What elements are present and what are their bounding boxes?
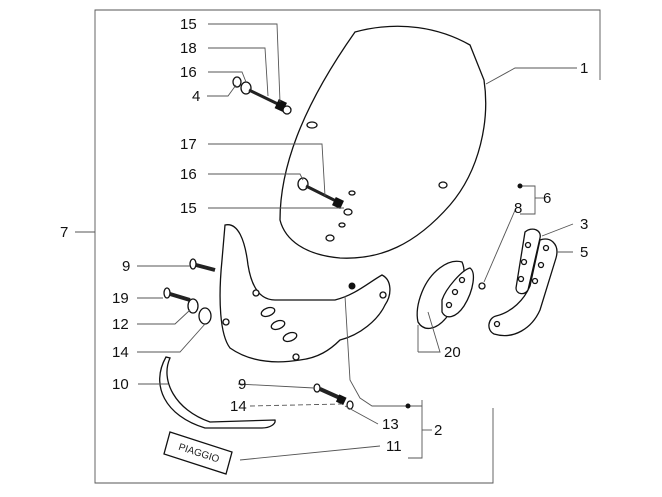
callout-3: 3 [580,216,588,233]
callout-4: 4 [192,88,200,105]
callout-15-mid: 15 [180,200,197,217]
screw-9-lower [313,383,354,410]
side-bracket-outer-holes [493,244,550,328]
rubber-pad [416,260,465,329]
callout-19: 19 [112,290,129,307]
callout-14-left: 14 [112,344,129,361]
screw-19 [163,287,191,302]
edge-trim [159,356,276,429]
callout-2: 2 [434,422,442,439]
leader-lines [75,23,577,461]
bracket-nut [348,282,356,290]
callout-14-lower: 14 [230,398,247,415]
callout-13: 13 [382,416,399,433]
washer-12 [187,298,199,314]
callout-8: 8 [514,200,522,217]
callout-1: 1 [580,60,588,77]
callout-15-top: 15 [180,16,197,33]
callout-11: 11 [386,438,402,455]
washer-14-left [198,307,212,325]
windshield-bracket [219,224,391,363]
callout-9-upper: 9 [122,258,130,275]
callout-7: 7 [60,224,68,241]
upper-screw-assembly [232,76,292,115]
callout-9-lower: 9 [238,376,246,393]
callout-18: 18 [180,40,197,57]
callout-16-top: 16 [180,64,197,81]
callout-20: 20 [444,344,461,361]
small-nut [478,282,486,290]
piaggio-badge: PIAGGIO [163,431,233,475]
callout-16-mid: 16 [180,166,197,183]
callout-6: 6 [543,190,551,207]
side-bracket-inner-holes [517,241,532,283]
leader-dots [405,183,523,409]
mount-plate-holes [445,276,466,309]
windshield-grommet [306,121,448,242]
middle-screw-assembly [297,177,356,228]
callout-5: 5 [580,244,588,261]
windshield [279,25,487,259]
callout-12: 12 [112,316,129,333]
assembly-frame [94,9,601,484]
bracket-slots [222,289,387,361]
callout-17: 17 [180,136,197,153]
screw-9-upper [189,258,216,272]
callout-10: 10 [112,376,129,393]
